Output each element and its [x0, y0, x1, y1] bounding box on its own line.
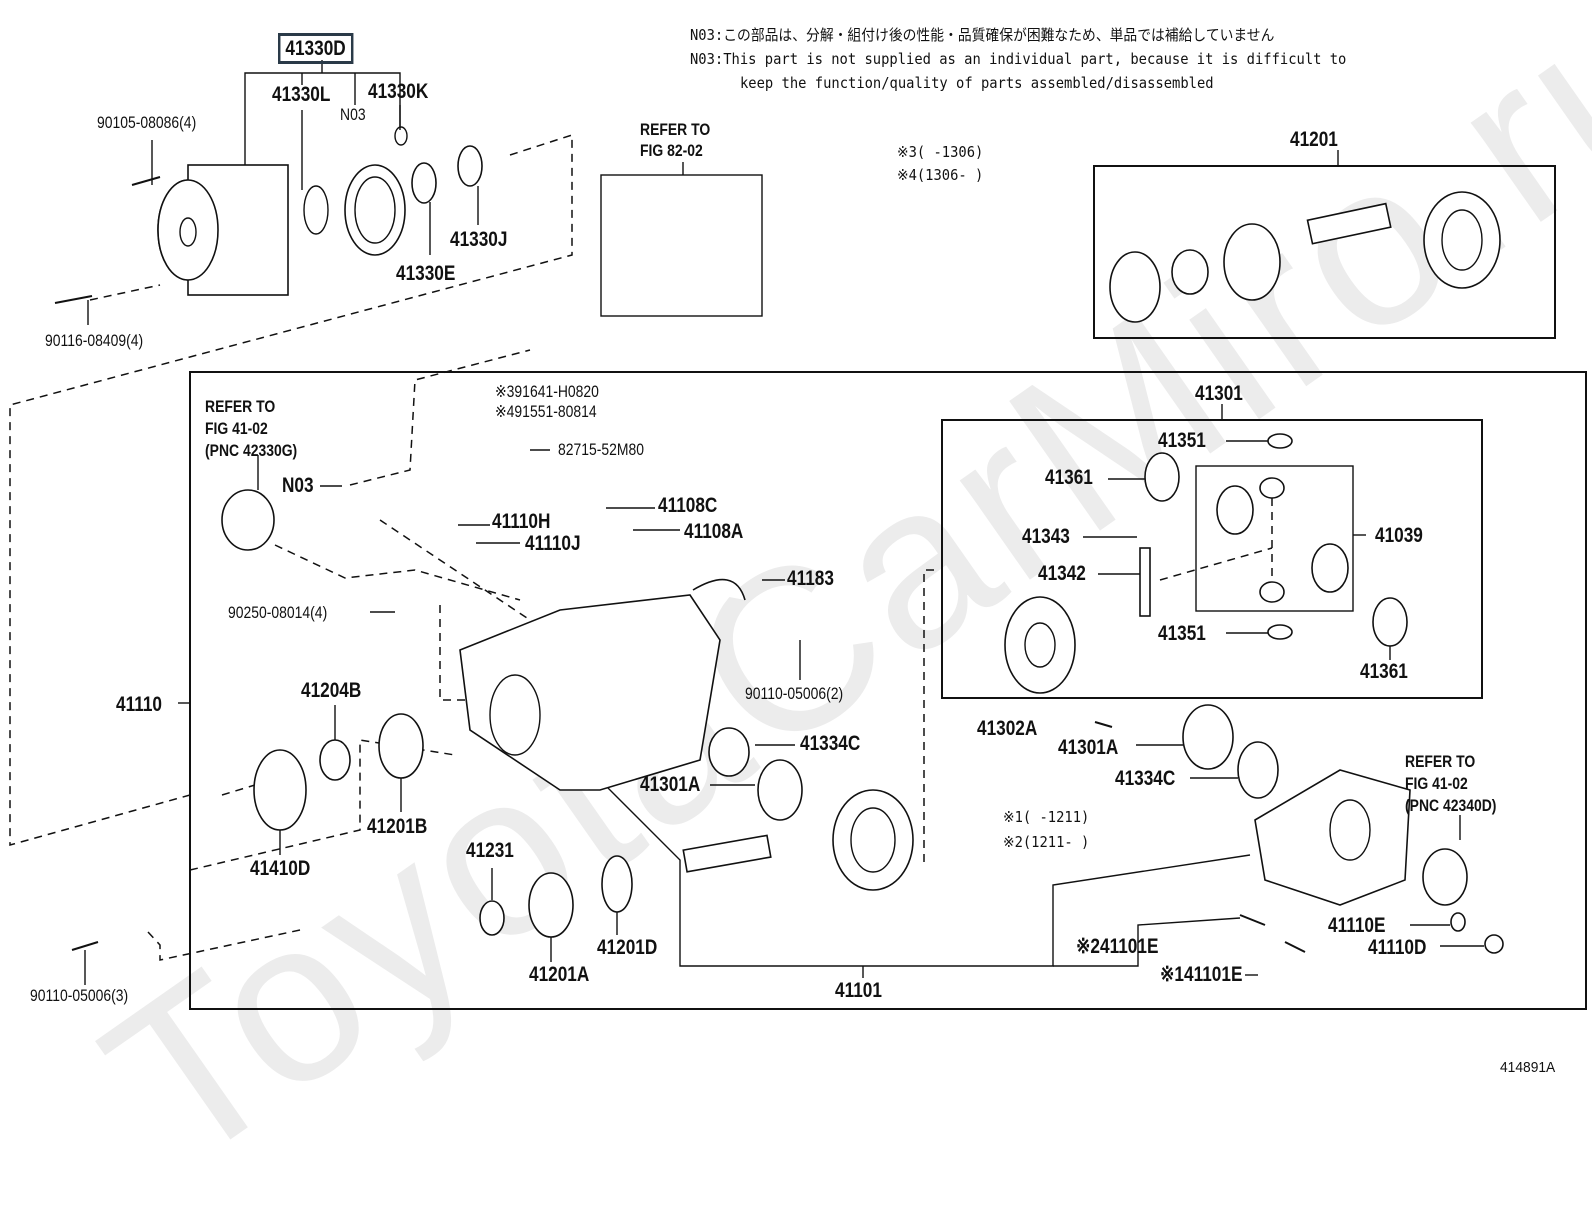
oil-seal-icon: [344, 164, 406, 256]
main-frame: [189, 371, 1587, 1010]
ring-gear-icon: [832, 789, 914, 891]
part-label-41110H[interactable]: 41110H: [492, 510, 551, 533]
part-label-41101E-ref2[interactable]: ※241101E: [1076, 935, 1159, 958]
note-n03-english-line1: N03:This part is not supplied as an indi…: [690, 50, 1347, 68]
refer-fig41-right-line1[interactable]: REFER TO: [1405, 752, 1476, 771]
washer-icon: [411, 162, 437, 204]
part-label-41361-left[interactable]: 41361: [1045, 466, 1093, 489]
washer-icon: [457, 145, 483, 187]
box-41301: [941, 419, 1483, 699]
note-ref2: ※2(1211- ): [1003, 833, 1090, 851]
box-fig82: [600, 174, 763, 317]
part-label-n03-top[interactable]: N03: [340, 105, 366, 124]
refer-fig41-left-line1[interactable]: REFER TO: [205, 397, 276, 416]
part-label-91551-80814[interactable]: ※491551-80814: [495, 402, 597, 421]
stud-icon: [54, 295, 93, 304]
part-label-41110D[interactable]: 41110D: [1368, 936, 1427, 959]
bolt-icon: [131, 176, 161, 186]
rear-cover-icon: [1254, 769, 1411, 906]
bracket-icon: [692, 578, 746, 601]
part-label-41108C[interactable]: 41108C: [658, 494, 718, 517]
diff-case-icon: [1004, 596, 1076, 694]
box-41201: [1093, 165, 1556, 339]
part-label-41101E-ref1[interactable]: ※141101E: [1160, 963, 1243, 986]
part-label-41110[interactable]: 41110: [116, 693, 162, 716]
part-label-41110E[interactable]: 41110E: [1328, 914, 1386, 937]
note-n03-english-line2: keep the function/quality of parts assem…: [740, 74, 1214, 92]
part-label-91641-H0820[interactable]: ※391641-H0820: [495, 382, 599, 401]
part-label-90105-08086[interactable]: 90105-08086(4): [97, 113, 197, 132]
refer-fig41-right-line2[interactable]: FIG 41-02: [1405, 774, 1468, 793]
note-ref3: ※3( -1306): [897, 143, 984, 161]
part-label-41351-top[interactable]: 41351: [1158, 429, 1206, 452]
part-label-90110-05006-2[interactable]: 90110-05006(2): [745, 684, 844, 703]
part-label-41108A[interactable]: 41108A: [684, 520, 744, 543]
part-label-41301[interactable]: 41301: [1195, 382, 1243, 405]
part-label-41342[interactable]: 41342: [1038, 562, 1086, 585]
diagram-lines: [9, 60, 1587, 1010]
part-label-90116-08409[interactable]: 90116-08409(4): [45, 331, 144, 350]
part-label-41330L[interactable]: 41330L: [272, 83, 331, 106]
part-label-41334C-right[interactable]: 41334C: [1115, 767, 1176, 790]
refer-fig82-line2[interactable]: FIG 82-02: [640, 141, 703, 160]
carrier-housing-icon: [459, 594, 721, 791]
part-label-41231[interactable]: 41231: [466, 839, 514, 862]
part-label-41351-bottom[interactable]: 41351: [1158, 622, 1206, 645]
part-label-n03-mid[interactable]: N03: [282, 474, 314, 497]
refer-fig41-right-line3[interactable]: (PNC 42340D): [1405, 796, 1497, 815]
part-label-41201[interactable]: 41201: [1290, 128, 1338, 151]
note-n03-japanese: N03:この部品は、分解・組付け後の性能・品質確保が困難なため、単品では補給して…: [690, 26, 1275, 44]
part-label-90110-05006-3[interactable]: 90110-05006(3): [30, 986, 129, 1005]
part-label-41330J[interactable]: 41330J: [450, 228, 508, 251]
part-label-41201A[interactable]: 41201A: [529, 963, 590, 986]
pinion-icon: [682, 834, 772, 873]
part-label-41183[interactable]: 41183: [787, 567, 834, 590]
part-label-41301A-right[interactable]: 41301A: [1058, 736, 1119, 759]
part-label-41302A[interactable]: 41302A: [977, 717, 1038, 740]
part-label-41101[interactable]: 41101: [835, 979, 882, 1002]
part-label-41301A-left[interactable]: 41301A: [640, 773, 701, 796]
part-label-41201D[interactable]: 41201D: [597, 936, 658, 959]
figure-id: 414891A: [1500, 1059, 1556, 1076]
refer-fig82-line1[interactable]: REFER TO: [640, 120, 711, 139]
part-label-82715-52M80[interactable]: 82715-52M80: [558, 440, 645, 459]
part-label-41361-right[interactable]: 41361: [1360, 660, 1408, 683]
part-label-41201B[interactable]: 41201B: [367, 815, 428, 838]
refer-fig41-left-line3[interactable]: (PNC 42330G): [205, 441, 298, 460]
part-label-41343[interactable]: 41343: [1022, 525, 1070, 548]
part-label-41039[interactable]: 41039: [1375, 524, 1423, 547]
part-label-41330K[interactable]: 41330K: [368, 80, 429, 103]
part-label-41330D-selected[interactable]: 41330D: [278, 33, 354, 64]
part-label-41204B[interactable]: 41204B: [301, 679, 362, 702]
refer-fig41-left-line2[interactable]: FIG 41-02: [205, 419, 268, 438]
box-41039: [1195, 465, 1354, 612]
snap-ring-icon: [303, 185, 329, 235]
part-label-41334C-left[interactable]: 41334C: [800, 732, 861, 755]
note-ref4: ※4(1306- ): [897, 166, 984, 184]
note-ref1: ※1( -1211): [1003, 808, 1090, 826]
part-label-90250-08014[interactable]: 90250-08014(4): [228, 603, 328, 622]
o-ring-icon: [394, 126, 408, 146]
part-label-41110J[interactable]: 41110J: [525, 532, 581, 555]
part-label-41410D[interactable]: 41410D: [250, 857, 311, 880]
part-label-41330E[interactable]: 41330E: [396, 262, 456, 285]
